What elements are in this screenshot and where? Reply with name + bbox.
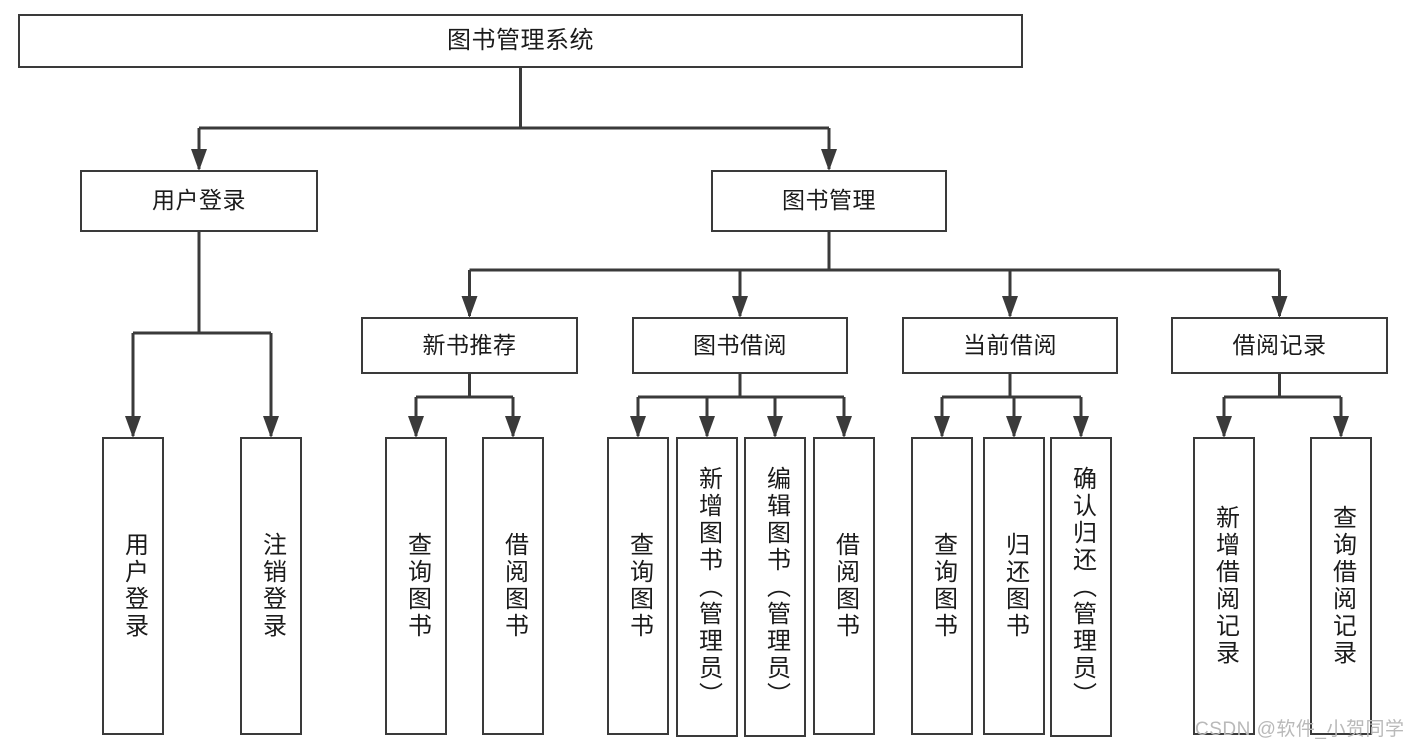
leaf-borrow-book-2[interactable]: 借阅图书 xyxy=(813,437,875,735)
node-label: 注销登录 xyxy=(258,532,286,640)
leaf-edit-book[interactable]: 编辑图书（管理员） xyxy=(744,437,806,737)
leaf-user-login[interactable]: 用户登录 xyxy=(102,437,164,735)
leaf-query-book-1[interactable]: 查询图书 xyxy=(385,437,447,735)
leaf-borrow-book-1[interactable]: 借阅图书 xyxy=(482,437,544,735)
node-borrow-record[interactable]: 借阅记录 xyxy=(1171,317,1388,374)
node-new-book-recommendation[interactable]: 新书推荐 xyxy=(361,317,578,374)
node-label: 图书管理系统 xyxy=(447,26,594,54)
node-label: 当前借阅 xyxy=(963,331,1057,358)
node-current-borrow[interactable]: 当前借阅 xyxy=(902,317,1118,374)
node-label: 用户登录 xyxy=(152,187,246,214)
node-book-manage[interactable]: 图书管理 xyxy=(711,170,947,232)
node-label: 查询图书 xyxy=(403,532,431,640)
node-label: 用户登录 xyxy=(120,532,148,640)
leaf-query-borrow-record[interactable]: 查询借阅记录 xyxy=(1310,437,1372,735)
node-label: 借阅图书 xyxy=(500,532,528,640)
leaf-add-book[interactable]: 新增图书（管理员） xyxy=(676,437,738,737)
leaf-confirm-return[interactable]: 确认归还（管理员） xyxy=(1050,437,1112,737)
node-label: 新增图书（管理员） xyxy=(694,465,722,709)
node-label: 编辑图书（管理员） xyxy=(762,465,790,709)
leaf-return-book[interactable]: 归还图书 xyxy=(983,437,1045,735)
node-user-login[interactable]: 用户登录 xyxy=(80,170,318,232)
leaf-add-borrow-record[interactable]: 新增借阅记录 xyxy=(1193,437,1255,735)
node-label: 归还图书 xyxy=(1001,532,1029,640)
leaf-logout[interactable]: 注销登录 xyxy=(240,437,302,735)
node-label: 新书推荐 xyxy=(422,331,517,358)
node-root[interactable]: 图书管理系统 xyxy=(18,14,1023,68)
node-label: 图书管理 xyxy=(782,187,876,214)
node-label: 新增借阅记录 xyxy=(1211,505,1239,667)
leaf-query-book-3[interactable]: 查询图书 xyxy=(911,437,973,735)
leaf-query-book-2[interactable]: 查询图书 xyxy=(607,437,669,735)
node-label: 查询借阅记录 xyxy=(1328,505,1356,667)
node-label: 查询图书 xyxy=(625,532,653,640)
node-label: 借阅记录 xyxy=(1232,331,1327,358)
node-label: 图书借阅 xyxy=(693,331,787,358)
node-label: 借阅图书 xyxy=(831,532,859,640)
node-book-borrow[interactable]: 图书借阅 xyxy=(632,317,848,374)
node-label: 查询图书 xyxy=(929,532,957,640)
node-label: 确认归还（管理员） xyxy=(1068,465,1096,709)
